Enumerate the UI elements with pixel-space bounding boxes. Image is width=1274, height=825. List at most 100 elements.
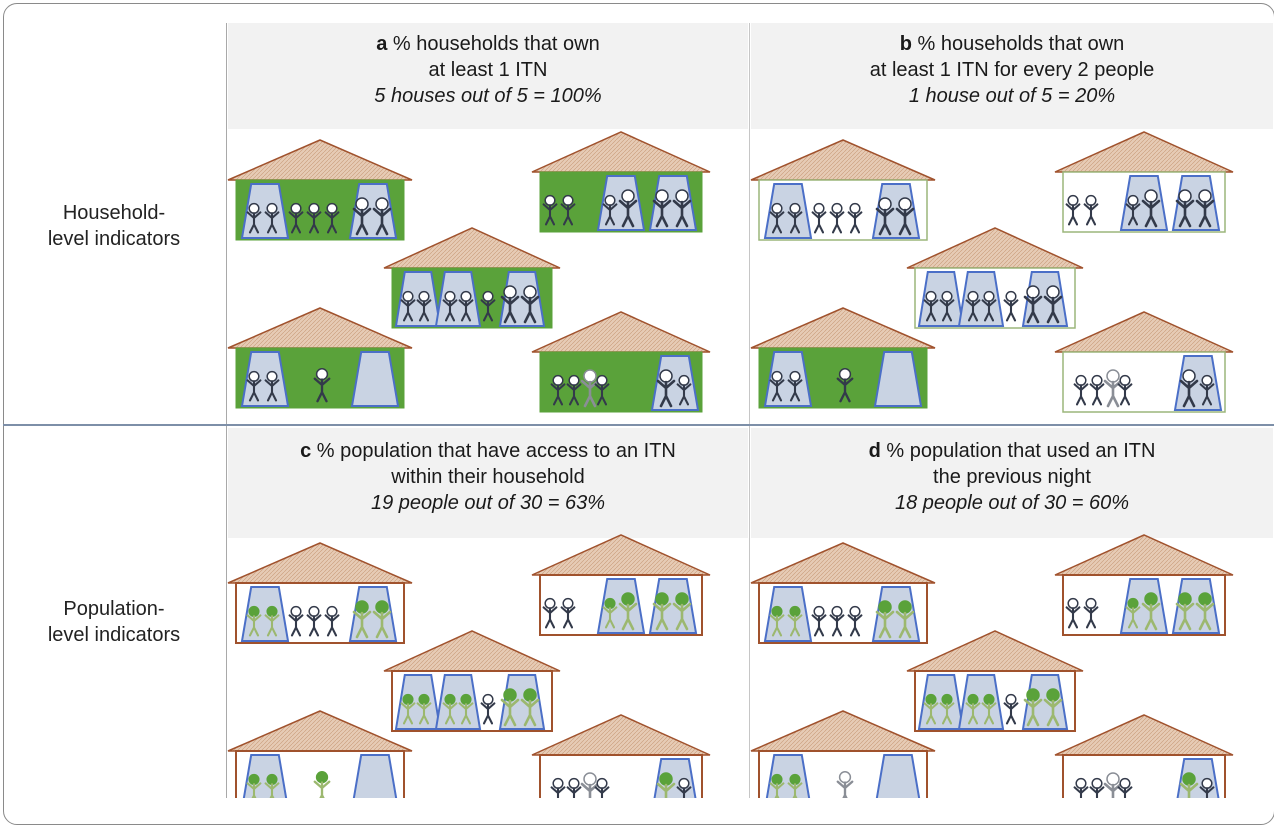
panel-d-calculation: 18 people out of 30 = 60% (894, 492, 1130, 514)
person-icon (836, 368, 854, 403)
person-icon (306, 605, 322, 637)
person-icon (1023, 285, 1043, 324)
person-icon (288, 202, 304, 234)
house-icon (1054, 534, 1234, 636)
person-icon (875, 600, 895, 639)
person-icon (594, 777, 610, 798)
panel-c-calculation: 19 people out of 30 = 63% (370, 492, 606, 514)
person-icon (656, 369, 676, 408)
person-icon (1195, 189, 1215, 228)
person-icon (416, 693, 432, 725)
house-icon (531, 534, 711, 636)
bednet-icon (434, 271, 482, 327)
bednet-icon (957, 674, 1005, 730)
person-icon (652, 592, 672, 631)
person-icon (1125, 597, 1141, 629)
panel-d-letter: d (868, 440, 881, 462)
person-icon (672, 189, 692, 228)
person-icon (520, 285, 540, 324)
person-icon (352, 197, 372, 236)
person-icon (372, 600, 392, 639)
house-icon (750, 307, 936, 409)
bednet-icon (875, 754, 921, 798)
house-icon (1054, 131, 1234, 233)
person-icon (1117, 374, 1133, 406)
person-icon (416, 290, 432, 322)
row-label-population: Population- level indicators (4, 596, 224, 648)
panel-a-title-line2: at least 1 ITN (428, 59, 548, 81)
person-icon (442, 290, 458, 322)
panel-b-header: b % households that own at least 1 ITN f… (751, 23, 1273, 129)
person-icon (923, 693, 939, 725)
bednet-icon (650, 355, 700, 411)
person-icon (400, 290, 416, 322)
person-icon (313, 771, 331, 798)
bednet-icon (763, 586, 813, 642)
row-label-household-line1: Household- (62, 202, 166, 224)
person-icon (939, 693, 955, 725)
person-icon (560, 194, 576, 226)
person-icon (676, 777, 692, 798)
person-icon (769, 605, 785, 637)
person-icon (602, 194, 618, 226)
bednet-icon (394, 674, 442, 730)
person-icon (458, 290, 474, 322)
person-icon (836, 771, 854, 798)
person-icon (542, 194, 558, 226)
panel-b-title-line1: % households that own (911, 33, 1125, 55)
person-icon (1195, 592, 1215, 631)
person-icon (1043, 285, 1063, 324)
person-icon (1083, 597, 1099, 629)
person-icon (352, 600, 372, 639)
panel-b-letter: b (899, 33, 912, 55)
bednet-icon (917, 674, 965, 730)
house-icon (531, 714, 711, 798)
person-icon (939, 290, 955, 322)
panel-d-header: d % population that used an ITN the prev… (751, 428, 1273, 538)
person-icon (580, 369, 600, 408)
person-icon (313, 368, 331, 403)
person-icon (306, 202, 322, 234)
house-icon (531, 131, 711, 233)
person-icon (981, 290, 997, 322)
person-icon (811, 202, 827, 234)
person-icon (895, 197, 915, 236)
person-icon (400, 693, 416, 725)
person-icon (895, 600, 915, 639)
panel-d-title-line1: % population that used an ITN (880, 440, 1156, 462)
person-icon (264, 773, 280, 798)
panel-b-calculation: 1 house out of 5 = 20% (908, 85, 1116, 107)
bednet-icon (240, 351, 290, 407)
row-label-population-line2: level indicators (47, 624, 181, 646)
person-icon (1065, 597, 1081, 629)
person-icon (500, 688, 520, 727)
person-icon (847, 605, 863, 637)
panel-c-letter: c (300, 440, 312, 462)
bednet-icon (240, 183, 290, 239)
house-icon (906, 630, 1084, 732)
person-icon (550, 777, 566, 798)
row-label-population-line1: Population- (63, 598, 165, 620)
person-icon (566, 374, 582, 406)
person-icon (656, 772, 676, 798)
person-icon (1175, 189, 1195, 228)
house-icon (227, 542, 413, 644)
bednet-icon (394, 271, 442, 327)
bednet-icon (917, 271, 965, 327)
bednet-icon (1173, 355, 1223, 411)
bednet-icon (873, 351, 923, 407)
house-icon (750, 542, 936, 644)
person-icon (1103, 369, 1123, 408)
house-icon (1054, 311, 1234, 413)
house-icon (227, 710, 413, 798)
bednet-icon (957, 271, 1005, 327)
person-icon (1179, 369, 1199, 408)
house-icon (383, 227, 561, 329)
person-icon (965, 290, 981, 322)
person-icon (1043, 688, 1063, 727)
column-divider-left (226, 23, 227, 798)
panel-c-header: c % population that have access to an IT… (228, 428, 748, 538)
panel-a-calculation: 5 houses out of 5 = 100% (374, 85, 602, 107)
person-icon (618, 592, 638, 631)
person-icon (288, 605, 304, 637)
